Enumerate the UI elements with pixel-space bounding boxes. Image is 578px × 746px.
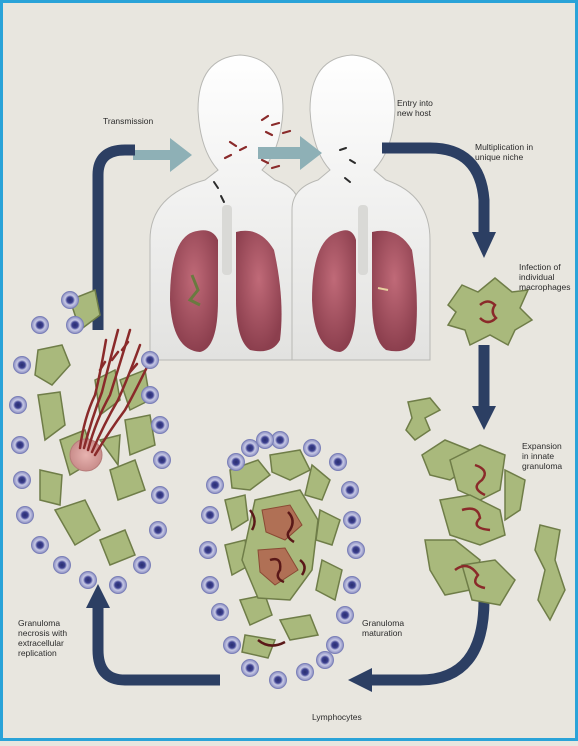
label-necrosis: Granuloma necrosis with extracellular re… bbox=[18, 618, 67, 658]
lymphocyte bbox=[327, 637, 344, 654]
right-host-lung-right bbox=[372, 231, 417, 351]
lymphocyte bbox=[297, 664, 314, 681]
lymphocyte bbox=[200, 542, 217, 559]
lymphocyte bbox=[14, 472, 31, 489]
lymphocyte bbox=[67, 317, 84, 334]
lymphocyte bbox=[207, 477, 224, 494]
lymphocyte bbox=[32, 537, 49, 554]
lymphocyte bbox=[242, 660, 259, 677]
lymphocyte bbox=[134, 557, 151, 574]
label-multiplication: Multiplication in unique niche bbox=[475, 142, 533, 162]
lymphocyte bbox=[337, 607, 354, 624]
label-lymphocytes: Lymphocytes bbox=[312, 712, 362, 722]
label-expansion: Expansion in innate granuloma bbox=[522, 441, 562, 471]
lymphocyte bbox=[17, 507, 34, 524]
lymphocyte bbox=[344, 512, 361, 529]
lymphocyte bbox=[242, 440, 259, 457]
lymphocyte bbox=[342, 482, 359, 499]
lymphocyte bbox=[54, 557, 71, 574]
lymphocyte bbox=[212, 604, 229, 621]
lymphocyte bbox=[270, 672, 287, 689]
lymphocyte bbox=[257, 432, 274, 449]
lymphocyte bbox=[32, 317, 49, 334]
lymphocyte bbox=[150, 522, 167, 539]
left-host-trachea bbox=[222, 205, 232, 275]
lymphocyte bbox=[202, 577, 219, 594]
lymphocyte bbox=[228, 454, 245, 471]
lymphocyte bbox=[224, 637, 241, 654]
lymphocyte bbox=[304, 440, 321, 457]
lymphocyte bbox=[152, 487, 169, 504]
lymphocyte bbox=[272, 432, 289, 449]
label-entry: Entry into new host bbox=[397, 98, 433, 118]
lymphocyte bbox=[154, 452, 171, 469]
lymphocyte bbox=[14, 357, 31, 374]
lymphocyte bbox=[348, 542, 365, 559]
lymphocyte bbox=[330, 454, 347, 471]
lymphocyte bbox=[152, 417, 169, 434]
lymphocyte bbox=[80, 572, 97, 589]
lymphocyte bbox=[10, 397, 27, 414]
right-host-trachea bbox=[358, 205, 368, 275]
lymphocyte bbox=[142, 387, 159, 404]
lymphocyte bbox=[202, 507, 219, 524]
lymphocyte bbox=[110, 577, 127, 594]
lymphocyte bbox=[142, 352, 159, 369]
lymphocyte bbox=[317, 652, 334, 669]
lymphocyte bbox=[12, 437, 29, 454]
label-transmission: Transmission bbox=[103, 116, 153, 126]
lymphocyte bbox=[62, 292, 79, 309]
lymphocyte bbox=[344, 577, 361, 594]
label-infection: Infection of individual macrophages bbox=[519, 262, 571, 292]
label-granuloma-maturation: Granuloma maturation bbox=[362, 618, 404, 638]
